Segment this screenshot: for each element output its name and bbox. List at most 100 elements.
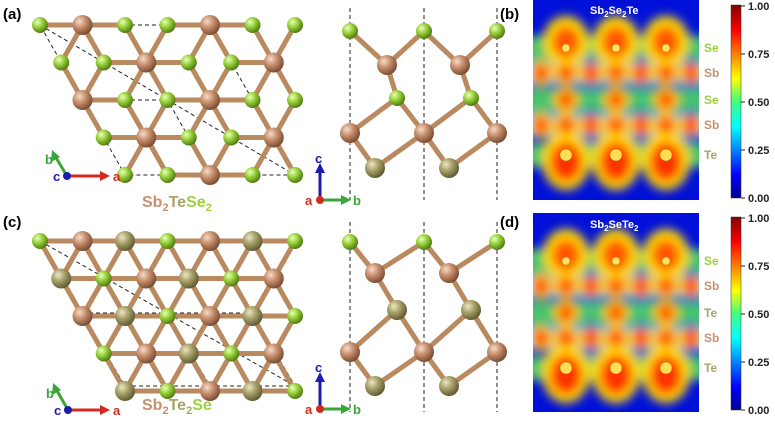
layer-label: Sb bbox=[704, 331, 719, 345]
colorbar-b: 1.000.750.500.250.00 bbox=[730, 1, 769, 205]
atom-sb bbox=[340, 123, 360, 143]
atom-sb bbox=[136, 343, 157, 364]
map-title-d: Sb2SeTe2 bbox=[590, 219, 639, 233]
layer-label: Sb bbox=[704, 118, 719, 132]
atom-sb bbox=[136, 268, 157, 289]
atom-se bbox=[287, 17, 303, 33]
atom-sb bbox=[200, 231, 220, 251]
atom-se bbox=[117, 17, 133, 33]
panel-label-a: (a) bbox=[3, 6, 21, 23]
atom-se bbox=[32, 233, 48, 249]
atom-sb bbox=[200, 15, 220, 35]
axis-label-c-c: c bbox=[54, 403, 61, 418]
atom-se bbox=[244, 17, 261, 33]
atom-sb bbox=[136, 52, 157, 73]
axis-triad-c: a b c bbox=[46, 383, 121, 418]
layer-label: Te bbox=[704, 148, 717, 162]
atom-se bbox=[287, 92, 303, 108]
axis-label-side-c: c bbox=[315, 151, 322, 166]
atoms-a bbox=[32, 15, 303, 185]
atoms-side-a bbox=[340, 23, 507, 178]
axis-triad-side-c: c b a bbox=[305, 360, 361, 417]
layer-label: Se bbox=[704, 93, 719, 107]
atom-sb bbox=[377, 55, 397, 75]
colorbar-tick-label: 0.00 bbox=[748, 193, 769, 205]
atoms-side-c bbox=[340, 234, 507, 396]
axis-label-side-c-c: c bbox=[315, 360, 322, 375]
atom-se bbox=[489, 234, 505, 250]
axis-label-b-c: b bbox=[46, 386, 54, 401]
atom-se bbox=[32, 17, 48, 33]
colorbar-ticks-b: 1.000.750.500.250.00 bbox=[741, 1, 769, 205]
atom-te bbox=[439, 376, 459, 396]
atom-se bbox=[223, 270, 240, 287]
atom-se bbox=[416, 23, 432, 39]
colorbar-tick-label: 0.50 bbox=[748, 97, 769, 109]
atom-se bbox=[223, 345, 240, 362]
atom-se bbox=[159, 308, 176, 324]
axis-label-a-c: a bbox=[113, 403, 121, 418]
panel-c-side-view: c b a bbox=[305, 222, 507, 417]
colorbar-tick-label: 0.00 bbox=[748, 405, 769, 417]
atom-sb bbox=[439, 263, 459, 283]
colorbar-tick-label: 0.25 bbox=[748, 357, 769, 369]
atom-te bbox=[178, 268, 199, 289]
atom-sb bbox=[263, 127, 284, 148]
axis-label-side-b-c: b bbox=[353, 402, 361, 417]
colorbar-tick-label: 0.75 bbox=[748, 49, 769, 61]
atom-se bbox=[463, 90, 479, 106]
atom-se bbox=[223, 54, 240, 71]
colorbar-tick-label: 1.00 bbox=[748, 1, 769, 13]
atom-sb bbox=[487, 123, 507, 143]
atom-sb bbox=[200, 306, 220, 326]
atom-te bbox=[242, 231, 263, 251]
atom-sb bbox=[200, 90, 220, 110]
formula-c: Sb2Te2Se bbox=[142, 397, 212, 417]
colorbar-d: 1.000.750.500.250.00 bbox=[730, 213, 769, 417]
atom-sb bbox=[263, 52, 284, 73]
atom-se bbox=[159, 92, 176, 108]
atom-sb bbox=[414, 342, 434, 362]
formula-a: Sb2TeSe2 bbox=[142, 194, 212, 214]
axis-label-side-a: a bbox=[305, 193, 313, 208]
atom-se bbox=[159, 167, 176, 183]
atom-sb bbox=[365, 263, 385, 283]
axis-label-side-b: b bbox=[353, 193, 361, 208]
colorbar-tick-label: 0.75 bbox=[748, 261, 769, 273]
atom-te bbox=[365, 158, 385, 178]
atom-te bbox=[51, 268, 72, 289]
layer-label: Sb bbox=[704, 66, 719, 80]
atom-sb bbox=[263, 343, 284, 364]
map-blobs-b bbox=[533, 16, 699, 190]
axis-label-b: b bbox=[45, 152, 53, 167]
atom-se bbox=[53, 54, 70, 71]
atom-se bbox=[95, 129, 112, 146]
axis-label-a: a bbox=[113, 169, 121, 184]
atom-sb bbox=[263, 268, 284, 289]
atom-se bbox=[287, 308, 303, 324]
atom-se bbox=[159, 17, 176, 33]
atom-te bbox=[365, 376, 385, 396]
panel-label-d: (d) bbox=[500, 214, 519, 231]
atom-se bbox=[416, 234, 432, 250]
atom-se bbox=[389, 90, 405, 106]
axis-triad-a: a b c bbox=[45, 150, 121, 184]
atom-sb bbox=[136, 127, 157, 148]
atom-te bbox=[242, 381, 263, 401]
atom-sb bbox=[200, 381, 220, 401]
colorbar-tick-label: 0.50 bbox=[748, 309, 769, 321]
atom-sb bbox=[450, 55, 470, 75]
layer-label: Te bbox=[704, 306, 717, 320]
atom-se bbox=[95, 270, 112, 287]
atom-sb bbox=[72, 306, 93, 326]
panel-a-side-view: c b a bbox=[305, 8, 507, 208]
atom-te bbox=[178, 343, 199, 364]
atom-se bbox=[117, 92, 133, 108]
map-blobs-d bbox=[533, 229, 699, 403]
atom-sb bbox=[72, 231, 93, 251]
atom-se bbox=[287, 167, 303, 183]
